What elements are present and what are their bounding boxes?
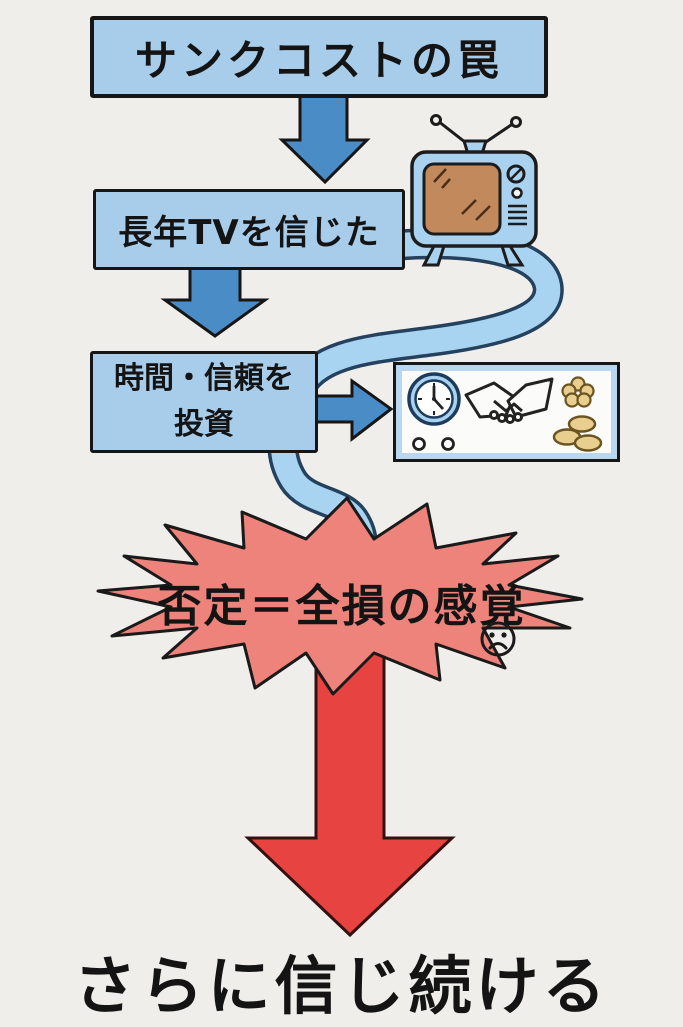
step2-box: 時間・信頼を 投資 (90, 351, 318, 453)
red-down-arrow-icon (244, 648, 456, 938)
down-arrow-2-icon (160, 266, 270, 338)
step2-label-line2: 投資 (174, 407, 234, 442)
tv-icon (410, 114, 538, 267)
coins-icon (552, 415, 603, 452)
invested-assets-icons (407, 372, 603, 452)
step1-box: 長年TVを信じた (93, 189, 405, 270)
invested-assets-inner (402, 371, 611, 453)
right-arrow-icon (308, 378, 394, 443)
handshake-icon (464, 377, 554, 424)
invested-assets-box (393, 362, 620, 462)
clock-icon (407, 372, 461, 426)
step2-label-line1: 時間・信頼を (114, 361, 294, 396)
burst-label: 否定＝全損の感覚 (157, 581, 526, 632)
sad-face-icon (480, 621, 516, 657)
title-label: サンクコストの罠 (134, 35, 503, 85)
step1-label: 長年TVを信じた (118, 213, 380, 253)
starburst-shape (96, 496, 584, 696)
tv-illustration (398, 112, 548, 272)
down-arrow-1-icon (278, 94, 371, 185)
dial-dots-icon (412, 437, 455, 451)
conclusion-label: さらに信じ続ける (73, 950, 610, 1023)
flower-icon (561, 376, 595, 408)
title-box: サンクコストの罠 (90, 16, 548, 98)
